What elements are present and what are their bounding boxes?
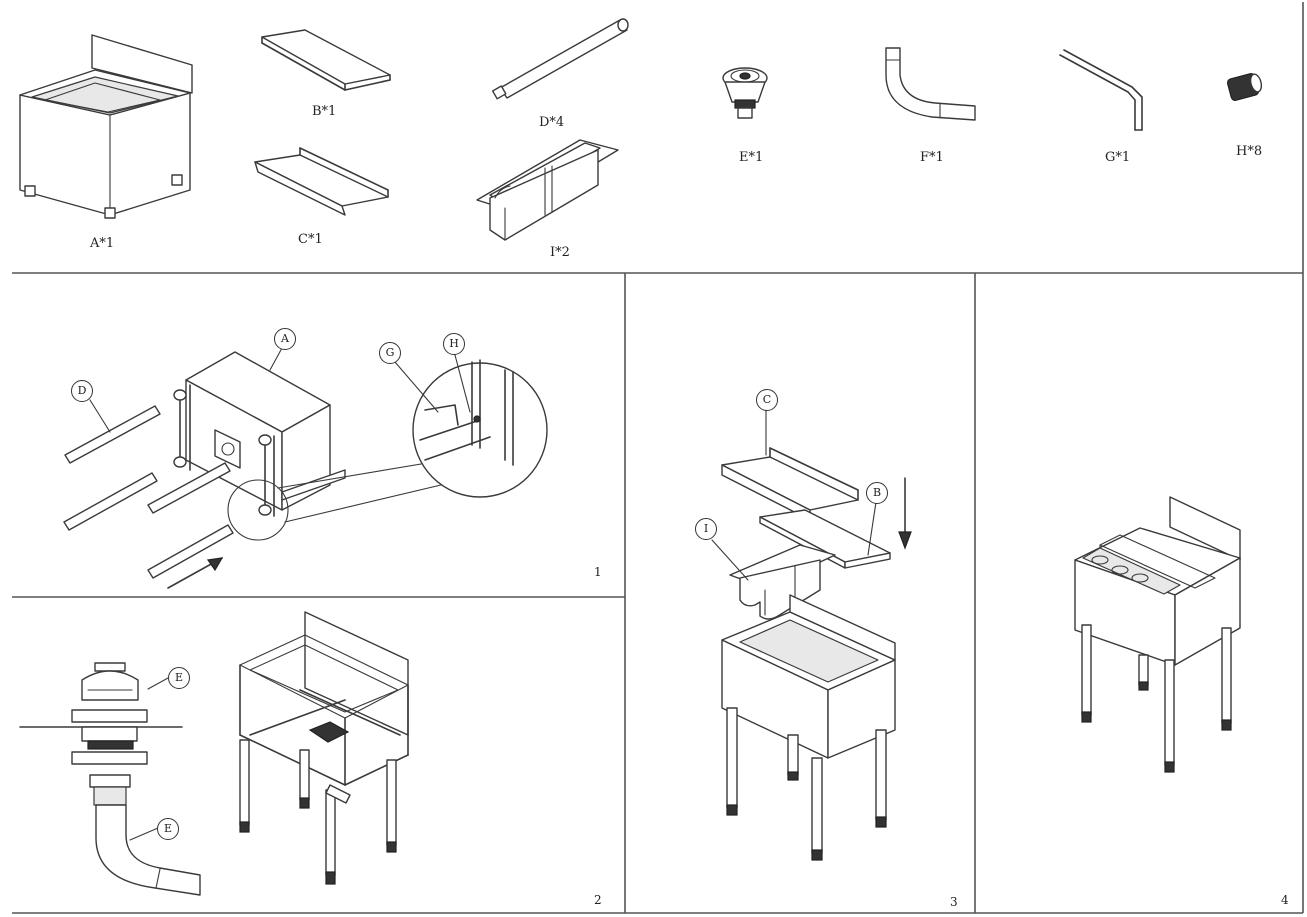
callout-c: C xyxy=(756,389,778,411)
callout-i: I xyxy=(695,518,717,540)
part-g-hex-key xyxy=(1059,49,1143,131)
part-e-strainer xyxy=(722,67,768,119)
part-label-f: F*1 xyxy=(920,150,944,165)
panel-frame xyxy=(12,2,1304,914)
callout-a: A xyxy=(274,328,296,350)
step-number-4: 4 xyxy=(1281,893,1289,907)
callout-e-strainer: E xyxy=(168,667,190,689)
part-h-screw xyxy=(1226,73,1263,101)
step-number-3: 3 xyxy=(950,895,958,909)
callout-h: H xyxy=(443,333,465,355)
step2-drawing xyxy=(19,611,409,896)
part-label-h: H*8 xyxy=(1236,144,1263,159)
step1-drawing xyxy=(63,347,548,589)
part-label-a: A*1 xyxy=(90,236,115,251)
part-f-drain-pipe xyxy=(885,47,976,121)
part-a-sink-tub xyxy=(19,34,193,219)
step-number-2: 2 xyxy=(594,893,602,907)
callout-b: B xyxy=(866,482,888,504)
part-label-e: E*1 xyxy=(739,150,764,165)
part-label-i: I*2 xyxy=(550,245,570,260)
part-d-leg-tube xyxy=(491,18,629,100)
part-label-c: C*1 xyxy=(298,232,323,247)
part-label-g: G*1 xyxy=(1105,150,1131,165)
part-label-d: D*4 xyxy=(539,115,565,130)
part-i-pan xyxy=(476,139,619,241)
part-label-b: B*1 xyxy=(312,104,337,119)
step4-drawing xyxy=(1074,496,1241,773)
step3-drawing xyxy=(711,408,912,861)
callout-d: D xyxy=(71,380,93,402)
callout-e-pipe: E xyxy=(157,818,179,840)
part-c-channel xyxy=(254,147,389,216)
part-b-board xyxy=(261,29,391,91)
callout-g: G xyxy=(379,342,401,364)
step-number-1: 1 xyxy=(594,565,602,579)
